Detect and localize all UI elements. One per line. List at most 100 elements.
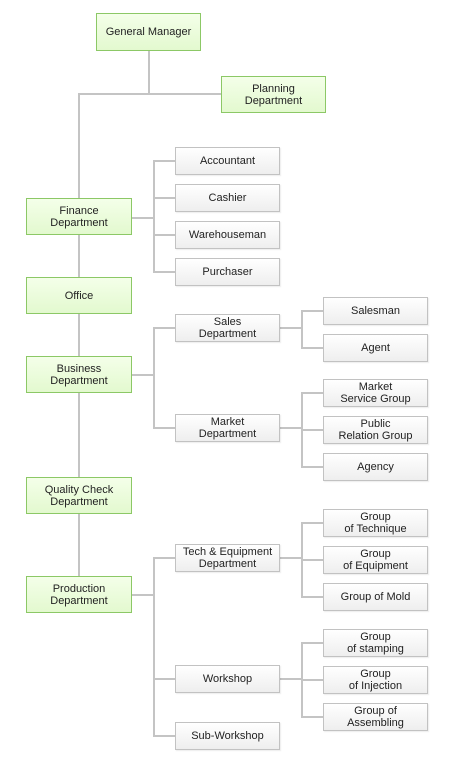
planning-department-label-line2: Department xyxy=(244,94,303,107)
sales-department-label-line1: Sales xyxy=(213,316,242,328)
finance-department-box[interactable]: Finance Department xyxy=(26,198,132,235)
accountant-label: Accountant xyxy=(199,155,256,167)
planning-department-box[interactable]: Planning Department xyxy=(221,76,326,113)
group-of-mold-box[interactable]: Group of Mold xyxy=(323,583,428,611)
sub-workshop-box[interactable]: Sub-Workshop xyxy=(175,722,280,750)
connector-line xyxy=(153,160,175,162)
sub-workshop-label: Sub-Workshop xyxy=(191,730,264,742)
general-manager-label: General Manager xyxy=(105,26,192,38)
group-of-assembling-label-line2: Assembling xyxy=(347,717,404,729)
connector-line xyxy=(301,596,323,598)
market-department-box[interactable]: Market Department xyxy=(175,414,280,442)
group-of-mold-label: Group of Mold xyxy=(340,591,411,603)
purchaser-box[interactable]: Purchaser xyxy=(175,258,280,286)
connector-line xyxy=(153,327,155,429)
group-of-injection-label-line2: of Injection xyxy=(348,680,403,692)
connector-line xyxy=(153,160,155,272)
sales-department-box[interactable]: Sales Department xyxy=(175,314,280,342)
market-department-label-line2: Department xyxy=(198,428,257,440)
general-manager-box[interactable]: General Manager xyxy=(96,13,201,51)
connector-line xyxy=(301,466,323,468)
group-of-stamping-label-line2: of stamping xyxy=(347,643,404,655)
cashier-label: Cashier xyxy=(208,192,247,204)
production-department-label-line1: Production xyxy=(52,582,106,595)
public-relation-group-box[interactable]: Public Relation Group xyxy=(323,416,428,444)
cashier-box[interactable]: Cashier xyxy=(175,184,280,212)
quality-check-department-box[interactable]: Quality Check Department xyxy=(26,477,132,514)
connector-line xyxy=(153,271,175,273)
connector-line xyxy=(78,93,80,583)
connector-line xyxy=(301,642,323,644)
connector-line xyxy=(301,559,323,561)
group-of-technique-box[interactable]: Group of Technique xyxy=(323,509,428,537)
tech-equipment-department-box[interactable]: Tech & Equipment Department xyxy=(175,544,280,572)
workshop-box[interactable]: Workshop xyxy=(175,665,280,693)
group-of-injection-label-line1: Group xyxy=(360,668,391,680)
public-relation-group-label-line2: Relation Group xyxy=(338,430,413,442)
salesman-label: Salesman xyxy=(351,305,400,317)
group-of-assembling-label-line1: Group of xyxy=(354,705,397,717)
warehouseman-box[interactable]: Warehouseman xyxy=(175,221,280,249)
agency-label: Agency xyxy=(357,461,394,473)
connector-line xyxy=(280,678,302,680)
warehouseman-label: Warehouseman xyxy=(188,229,267,241)
connector-line xyxy=(301,347,323,349)
connector-line xyxy=(78,93,221,95)
workshop-label: Workshop xyxy=(202,673,253,685)
connector-line xyxy=(153,427,175,429)
connector-line xyxy=(153,234,175,236)
connector-line xyxy=(153,678,175,680)
connector-line xyxy=(153,557,175,559)
tech-equipment-department-label-line2: Department xyxy=(198,558,257,570)
public-relation-group-label-line1: Public xyxy=(360,418,391,430)
salesman-box[interactable]: Salesman xyxy=(323,297,428,325)
group-of-technique-label-line2: of Technique xyxy=(344,523,407,535)
connector-line xyxy=(132,594,154,596)
accountant-box[interactable]: Accountant xyxy=(175,147,280,175)
group-of-stamping-box[interactable]: Group of stamping xyxy=(323,629,428,657)
market-department-label-line1: Market xyxy=(210,416,245,428)
agent-box[interactable]: Agent xyxy=(323,334,428,362)
group-of-stamping-label-line1: Group xyxy=(360,631,391,643)
office-box[interactable]: Office xyxy=(26,277,132,314)
quality-check-department-label-line2: Department xyxy=(50,495,108,508)
planning-department-label-line1: Planning xyxy=(252,82,295,95)
sales-department-label-line2: Department xyxy=(198,328,257,340)
connector-line xyxy=(301,679,323,681)
office-label: Office xyxy=(64,289,94,302)
connector-line xyxy=(153,735,175,737)
group-of-assembling-box[interactable]: Group of Assembling xyxy=(323,703,428,731)
connector-line xyxy=(153,197,175,199)
connector-line xyxy=(280,557,302,559)
connector-line xyxy=(148,51,150,93)
connector-line xyxy=(301,310,303,348)
connector-line xyxy=(301,310,323,312)
group-of-equipment-box[interactable]: Group of Equipment xyxy=(323,546,428,574)
connector-line xyxy=(153,557,155,737)
business-department-label-line1: Business xyxy=(56,362,102,375)
finance-department-label-line2: Department xyxy=(50,216,108,229)
connector-line xyxy=(301,429,323,431)
connector-line xyxy=(280,427,302,429)
connector-line xyxy=(132,374,154,376)
connector-line xyxy=(132,217,154,219)
connector-line xyxy=(301,522,323,524)
tech-equipment-department-label-line1: Tech & Equipment xyxy=(182,546,273,558)
connector-line xyxy=(301,392,323,394)
business-department-box[interactable]: Business Department xyxy=(26,356,132,393)
connector-line xyxy=(280,327,302,329)
group-of-equipment-label-line2: of Equipment xyxy=(343,560,408,572)
production-department-label-line2: Department xyxy=(50,594,108,607)
finance-department-label-line1: Finance xyxy=(59,204,99,217)
group-of-technique-label-line1: Group xyxy=(360,511,391,523)
purchaser-label: Purchaser xyxy=(202,266,253,278)
group-of-equipment-label-line1: Group xyxy=(360,548,391,560)
agency-box[interactable]: Agency xyxy=(323,453,428,481)
connector-line xyxy=(301,716,323,718)
market-service-group-label-line2: Service Group xyxy=(340,393,411,405)
business-department-label-line2: Department xyxy=(50,374,108,387)
group-of-injection-box[interactable]: Group of Injection xyxy=(323,666,428,694)
production-department-box[interactable]: Production Department xyxy=(26,576,132,613)
market-service-group-box[interactable]: Market Service Group xyxy=(323,379,428,407)
